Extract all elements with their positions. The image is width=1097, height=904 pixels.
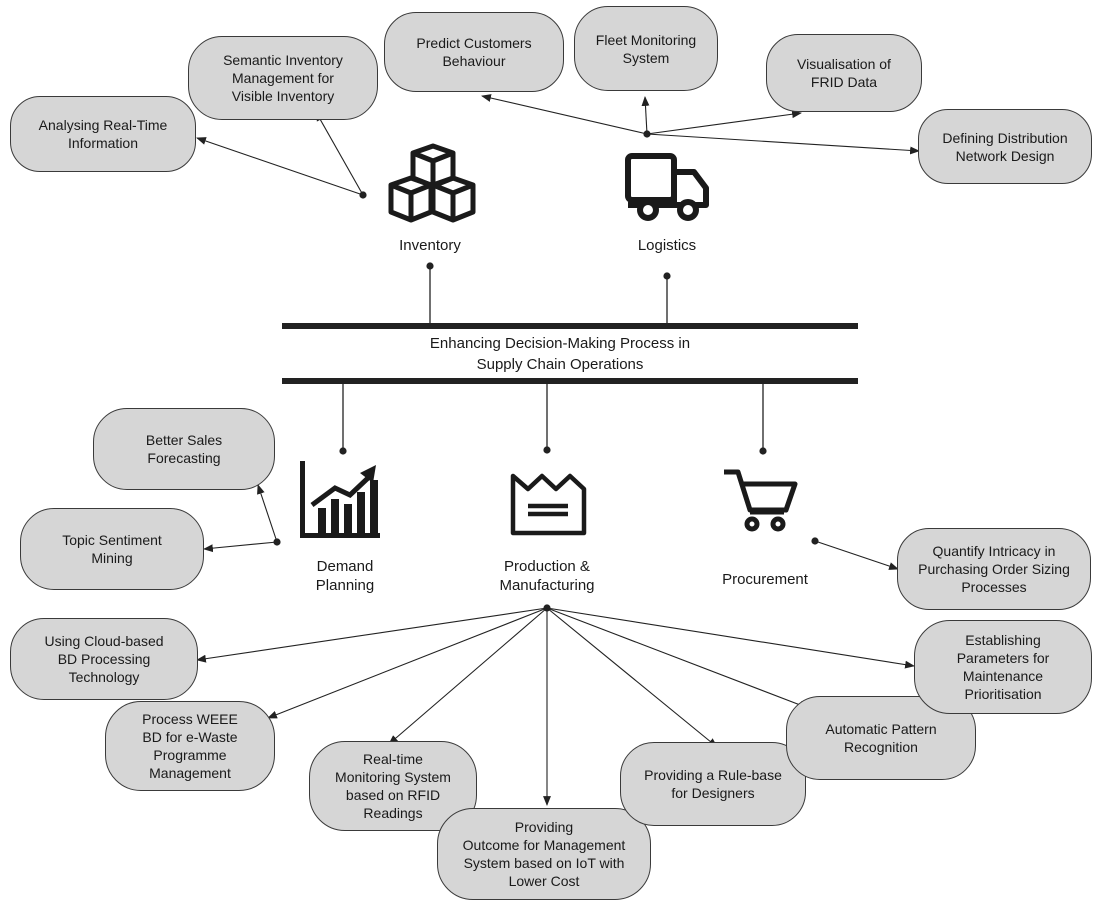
- factory-icon: [510, 473, 587, 536]
- bubble-topic-sentiment: Topic Sentiment Mining: [20, 508, 204, 590]
- arrow-rule-base: [546, 607, 718, 748]
- arrow-distribution: [646, 133, 920, 155]
- truck-icon: [625, 153, 709, 221]
- production-node: [543, 446, 551, 454]
- bubble-cloud-bd: Using Cloud-based BD Processing Technolo…: [10, 618, 198, 700]
- arrow-quantify: [814, 540, 899, 570]
- bubble-visualisation-frid: Visualisation of FRID Data: [766, 34, 922, 112]
- bubble-weee: Process WEEE BD for e-Waste Programme Ma…: [105, 701, 275, 791]
- bubble-distribution-network: Defining Distribution Network Design: [918, 109, 1092, 184]
- central-title: Enhancing Decision-Making Process in Sup…: [429, 335, 691, 373]
- procurement-label: Procurement: [722, 571, 808, 588]
- demand-planning-label: Demand Planning: [315, 558, 375, 594]
- bubble-semantic-inventory: Semantic Inventory Management for Visibl…: [188, 36, 378, 120]
- demand-node: [339, 447, 347, 455]
- logistics-label: Logistics: [637, 237, 697, 254]
- shopping-cart-icon: [724, 469, 798, 532]
- arrow-rfid: [388, 607, 548, 745]
- bubble-better-sales: Better Sales Forecasting: [93, 408, 275, 490]
- bubble-rule-base: Providing a Rule-base for Designers: [620, 742, 806, 826]
- bubble-outcome-iot: Providing Outcome for Management System …: [437, 808, 651, 900]
- arrow-semantic: [315, 111, 364, 196]
- bar-chart-icon: [300, 461, 380, 538]
- arrow-topic: [203, 541, 278, 553]
- bubble-realtime-rfid: Real-time Monitoring System based on RFI…: [309, 741, 477, 831]
- procurement-node: [759, 447, 767, 455]
- arrow-cloud: [196, 607, 548, 663]
- production-label: Production & Manufacturing: [499, 558, 595, 594]
- arrow-better-sales: [257, 484, 278, 543]
- bubble-maintenance: Establishing Parameters for Maintenance …: [914, 620, 1092, 714]
- arrow-analysing: [196, 137, 364, 196]
- bubble-quantify-intricacy: Quantify Intricacy in Purchasing Order S…: [897, 528, 1091, 610]
- arrow-pattern: [546, 607, 809, 709]
- arrow-predict: [481, 94, 648, 135]
- arrow-fleet: [641, 96, 650, 135]
- boxes-icon: [388, 143, 476, 223]
- bubble-predict-customers: Predict Customers Behaviour: [384, 12, 564, 92]
- inventory-node: [426, 262, 434, 270]
- arrow-visualisation: [646, 110, 802, 135]
- arrow-maintenance: [546, 607, 915, 669]
- arrow-weee: [267, 607, 548, 719]
- inventory-label: Inventory: [399, 237, 461, 254]
- bubble-analysing-real-time: Analysing Real-Time Information: [10, 96, 196, 172]
- bubble-fleet-monitoring: Fleet Monitoring System: [574, 6, 718, 91]
- logistics-node: [663, 272, 671, 280]
